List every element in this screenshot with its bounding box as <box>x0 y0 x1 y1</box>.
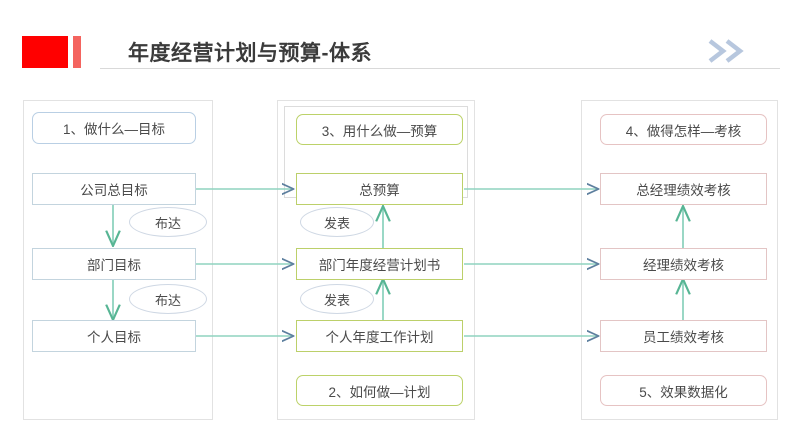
section-header-goals: 1、做什么—目标 <box>32 112 196 144</box>
connector-label-budaa-2: 布达 <box>129 284 207 314</box>
node-manager-performance-appraisal[interactable]: 经理绩效考核 <box>600 248 767 280</box>
section-header-budget: 3、用什么做—预算 <box>296 114 463 145</box>
node-personal-goal[interactable]: 个人目标 <box>32 320 196 352</box>
node-company-goal[interactable]: 公司总目标 <box>32 173 196 205</box>
title-divider <box>100 68 780 69</box>
page-title: 年度经营计划与预算-体系 <box>128 42 372 65</box>
node-staff-performance-appraisal[interactable]: 员工绩效考核 <box>600 320 767 352</box>
node-department-goal[interactable]: 部门目标 <box>32 248 196 280</box>
connector-label-fabiao-2: 发表 <box>300 284 374 314</box>
section-footer-data: 5、效果数据化 <box>600 375 767 406</box>
connector-label-budaa-1: 布达 <box>129 207 207 237</box>
logo-accent-bar <box>73 36 81 68</box>
double-chevron-right-icon[interactable] <box>706 38 752 64</box>
section-header-appraisal: 4、做得怎样—考核 <box>600 114 767 145</box>
node-personal-annual-plan[interactable]: 个人年度工作计划 <box>296 320 463 352</box>
connector-label-fabiao-1: 发表 <box>300 207 374 237</box>
node-total-budget[interactable]: 总预算 <box>296 173 463 205</box>
node-gm-performance-appraisal[interactable]: 总经理绩效考核 <box>600 173 767 205</box>
page-header: 年度经营计划与预算-体系 <box>0 0 800 90</box>
node-department-annual-plan[interactable]: 部门年度经营计划书 <box>296 248 463 280</box>
section-footer-plan: 2、如何做—计划 <box>296 375 463 406</box>
logo-square <box>22 36 68 68</box>
